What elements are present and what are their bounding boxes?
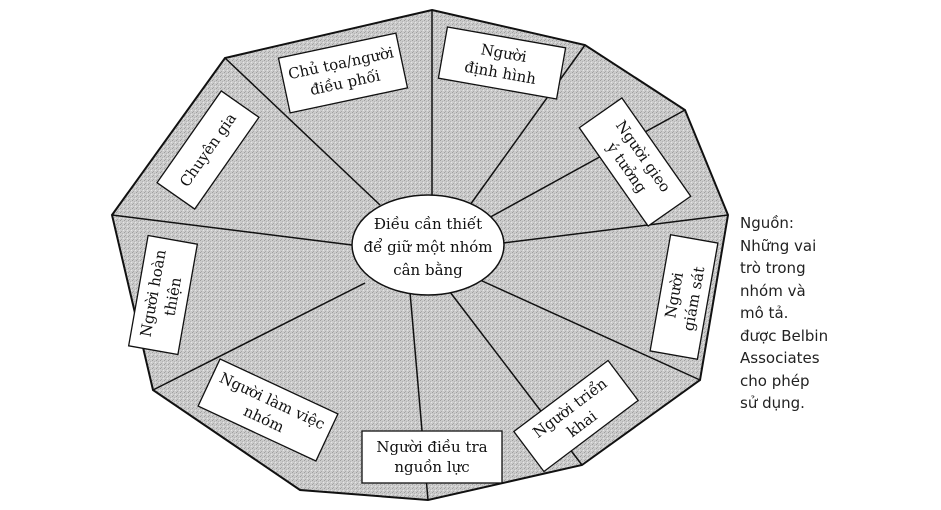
source-line: trò trong	[740, 259, 806, 277]
source-line: Những vai	[740, 236, 817, 255]
role-box-frame	[361, 430, 503, 484]
source-line: sử dụng.	[740, 394, 805, 412]
role-box-resource: Người điều tra nguồn lực	[361, 430, 503, 484]
center-ellipse	[351, 194, 505, 296]
role-box-frame	[277, 32, 409, 114]
center-text-line-1: Điều cần thiết	[374, 215, 482, 233]
center-ellipse-group: Điều cần thiết để giữ một nhóm cân bằng	[351, 194, 505, 296]
source-line: mô tả.	[740, 304, 789, 322]
segment-divider	[502, 214, 729, 244]
segment-divider	[111, 214, 353, 246]
center-text-line-3: cân bằng	[393, 261, 463, 279]
role-box-frame	[437, 26, 567, 100]
segment-divider	[469, 44, 586, 206]
role-box-frame	[578, 97, 692, 227]
role-label-line: Người điều tra	[376, 438, 487, 456]
role-box-frame	[512, 359, 640, 473]
source-line: Nguồn:	[740, 214, 794, 232]
role-label-line: nguồn lực	[394, 458, 469, 476]
center-text-line-2: để giữ một nhóm	[363, 238, 492, 256]
role-box-frame	[649, 233, 719, 361]
role-box-frame	[197, 358, 339, 462]
segment-divider	[224, 57, 381, 206]
segment-divider	[484, 109, 686, 221]
segment-divider	[152, 282, 366, 391]
source-line: được Belbin	[740, 326, 829, 345]
role-box-frame	[127, 234, 199, 356]
role-box-frame	[156, 90, 260, 210]
source-line: nhóm và	[740, 281, 806, 300]
source-line: Associates	[740, 349, 820, 367]
source-line: cho phép	[740, 371, 810, 390]
segment-divider	[479, 279, 701, 381]
source-note: Nguồn: Những vai trò trong nhóm và mô tả…	[740, 212, 890, 415]
